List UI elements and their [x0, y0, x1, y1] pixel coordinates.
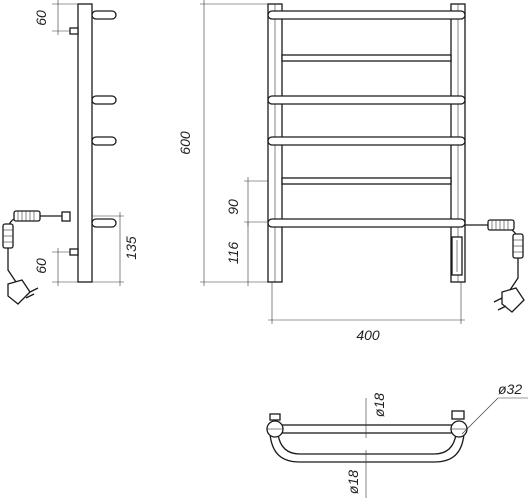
- side-bracket-bottom: [69, 248, 79, 256]
- front-view: 600 90 116 400: [177, 0, 525, 343]
- dim-side-top: 60: [33, 10, 49, 26]
- dim-plan-upper-diameter: ø18: [371, 393, 387, 417]
- dim-plan-post-diameter: ø32: [498, 381, 522, 397]
- dim-front-bottom: 116: [225, 242, 241, 265]
- front-rung-1: [267, 10, 466, 20]
- plan-wall-bracket-left: [269, 413, 281, 421]
- dim-front-width: 400: [356, 327, 380, 343]
- side-plug-icon: [7, 279, 39, 305]
- dim-plan-lower-diameter: ø18: [345, 470, 361, 494]
- dim-front-spacing: 90: [225, 199, 241, 215]
- side-cable-coil: [2, 210, 41, 249]
- dim-front-height: 600: [177, 131, 193, 155]
- side-rung-stub-2: [91, 95, 117, 105]
- front-cable-coil: [487, 219, 524, 259]
- dim-side-bottom: 60: [33, 258, 49, 274]
- plan-upper-rung: [274, 424, 460, 434]
- plan-lower-rung: [269, 433, 465, 463]
- side-connection-box: [61, 211, 71, 222]
- front-plug-icon: [493, 287, 525, 313]
- front-cable: [465, 224, 519, 291]
- front-rung-5: [281, 177, 452, 185]
- side-rung-stub-4: [91, 218, 117, 228]
- front-rung-4: [267, 136, 466, 146]
- dim-side-connection: 135: [123, 236, 139, 260]
- side-vertical-post: [77, 3, 93, 283]
- side-bracket-top: [69, 27, 79, 35]
- side-rung-stub-1: [91, 10, 117, 20]
- front-rung-2: [281, 54, 452, 62]
- side-rung-stub-3: [91, 136, 117, 146]
- plan-wall-bracket: [451, 410, 465, 420]
- front-rung-6: [267, 218, 466, 228]
- front-rung-3: [267, 95, 466, 105]
- plan-view: ø18 ø18 ø32: [266, 381, 528, 498]
- side-view: 60 60 135: [2, 0, 139, 305]
